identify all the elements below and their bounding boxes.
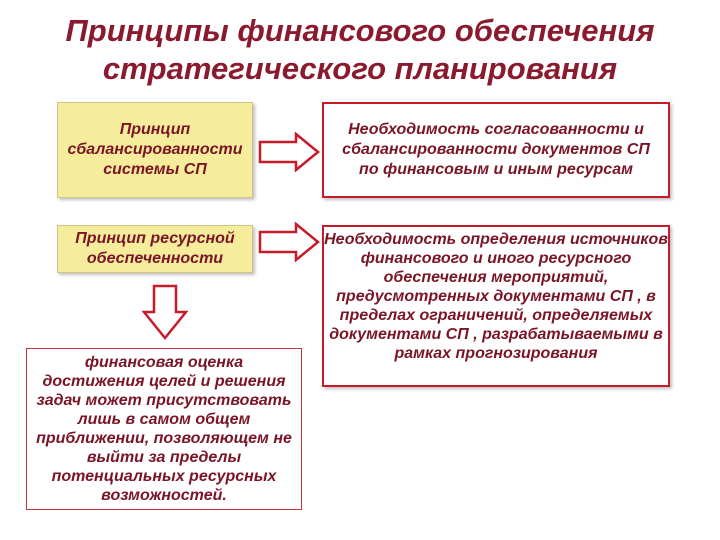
necessity-resource-text: Необходимость определения источников фин… (324, 231, 668, 362)
necessity-balance-box: Необходимость согласованности и сбаланси… (322, 102, 670, 198)
title-line-1: Принципы финансового обеспечения (65, 13, 655, 48)
necessity-balance-text: Необходимость согласованности и сбаланси… (342, 121, 650, 178)
title-line-2: стратегического планирования (102, 51, 618, 86)
principle-resource-text: Принцип ресурсной обеспеченности (75, 230, 235, 267)
principle-balance-box: Принцип сбалансированности системы СП (57, 102, 253, 198)
financial-assessment-text: финансовая оценка достижения целей и реш… (36, 354, 292, 504)
down-arrow-icon (142, 284, 188, 340)
financial-assessment-box: финансовая оценка достижения целей и реш… (26, 348, 302, 510)
principle-balance-text: Принцип сбалансированности системы СП (67, 121, 243, 178)
right-arrow-icon (258, 222, 320, 262)
page-title: Принципы финансового обеспечения стратег… (0, 12, 720, 88)
necessity-resource-box (322, 225, 670, 387)
principle-resource-box: Принцип ресурсной обеспеченности (57, 225, 253, 273)
right-arrow-icon (258, 132, 320, 172)
